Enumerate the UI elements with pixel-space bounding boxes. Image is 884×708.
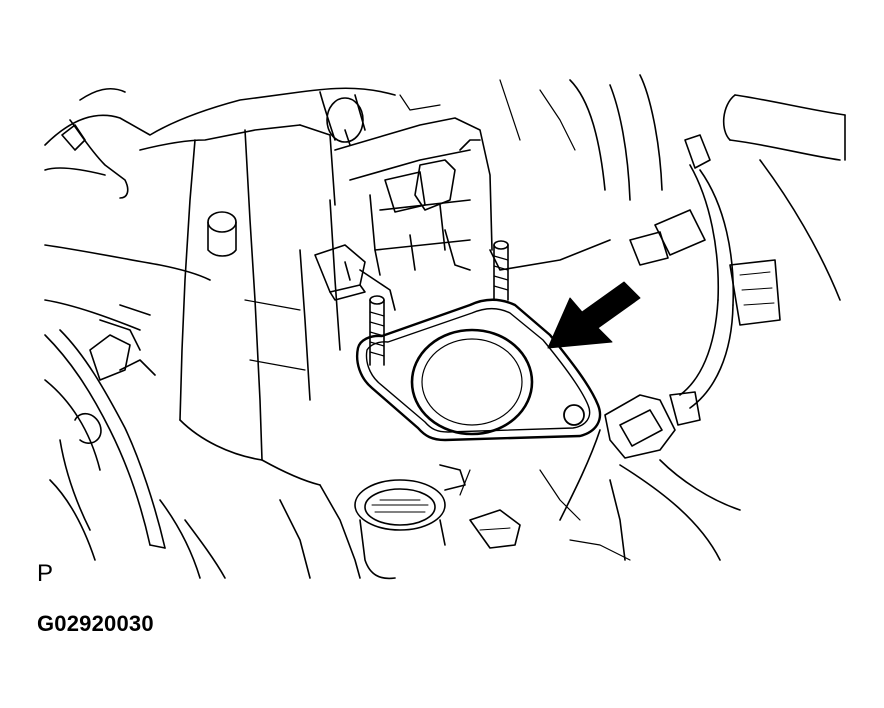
gasket xyxy=(357,300,600,440)
misc-details xyxy=(245,80,630,560)
harness-and-connectors-right xyxy=(560,75,845,560)
engine-body xyxy=(45,88,395,485)
connector-left xyxy=(315,245,395,310)
filler-cap xyxy=(280,465,520,578)
figure-code: G02920030 xyxy=(37,611,154,636)
corner-mark: P xyxy=(37,560,54,587)
throttle-body-housing xyxy=(300,118,610,400)
arrow-icon xyxy=(548,282,640,348)
hoses-and-wiring-left xyxy=(45,120,225,578)
stud-bolts xyxy=(370,241,508,365)
